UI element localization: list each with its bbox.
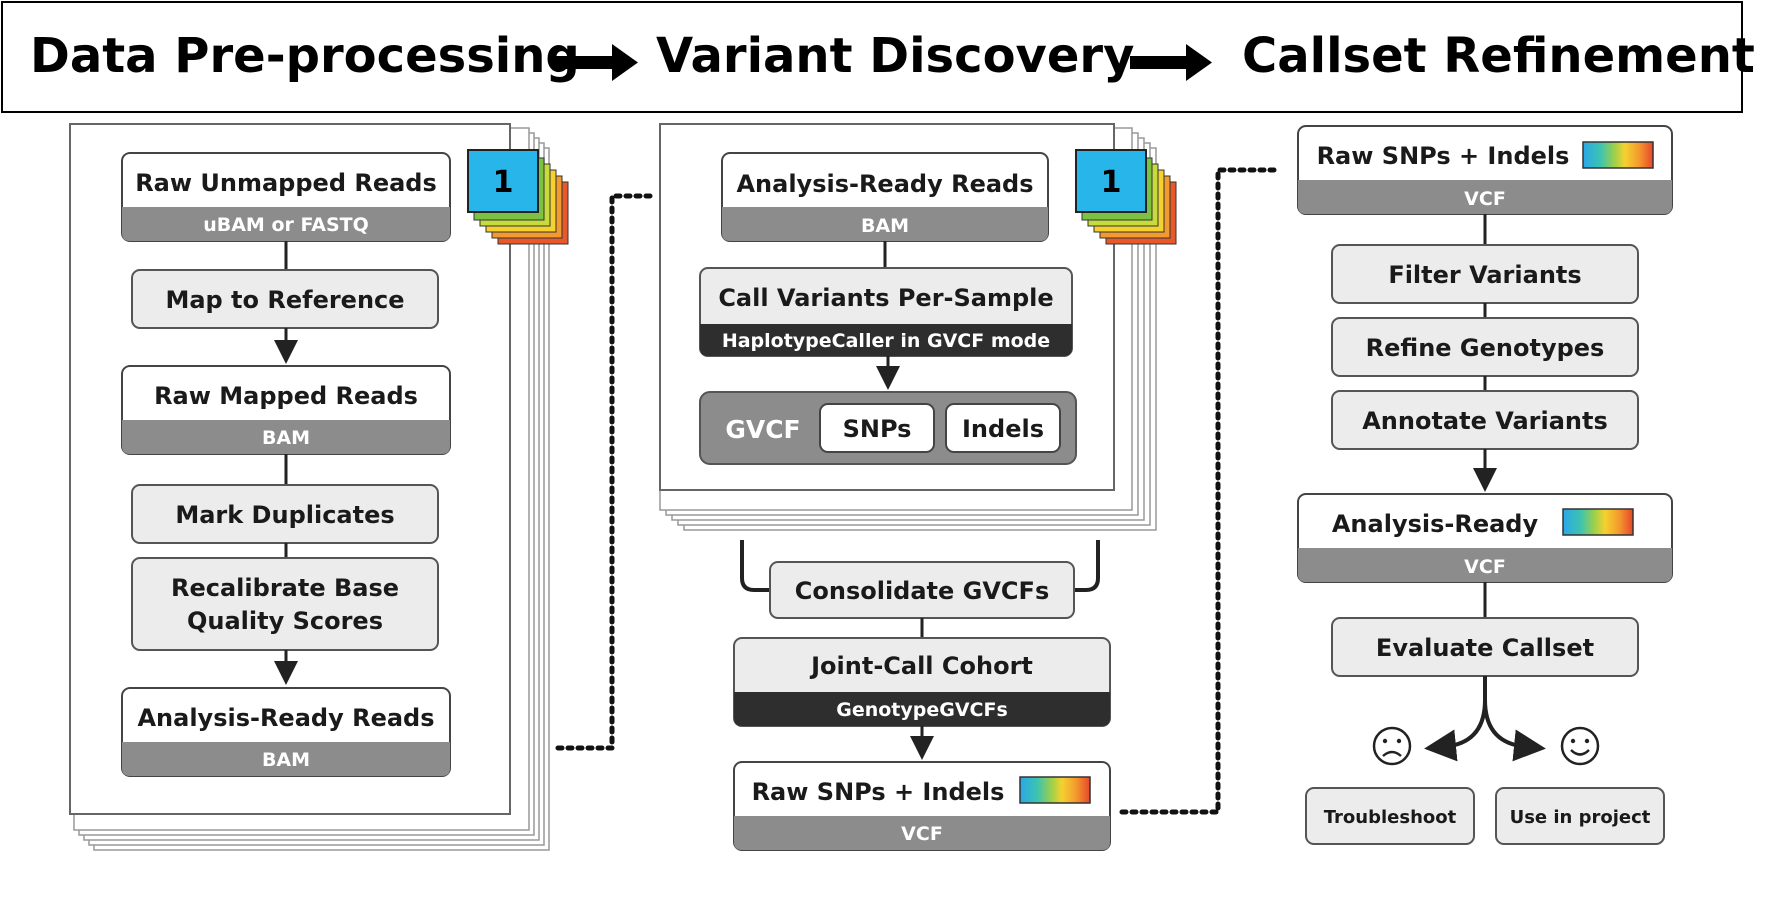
recalibrate-label-line1: Recalibrate Base	[171, 574, 399, 602]
consolidate-gvcfs-label: Consolidate GVCFs	[795, 577, 1049, 605]
refine-genotypes-step: Refine Genotypes	[1331, 317, 1639, 377]
discovery-panel: 1 Analysis-Ready Reads BAM Call Variants…	[659, 123, 1177, 851]
recalibrate-step: Recalibrate Base Quality Scores	[131, 557, 439, 651]
refinement-analysis-ready-format: VCF	[1464, 556, 1506, 578]
raw-unmapped-reads-title: Raw Unmapped Reads	[135, 169, 437, 197]
sample-badge-number: 1	[493, 165, 514, 200]
discovery-analysis-ready-title: Analysis-Ready Reads	[736, 170, 1033, 198]
call-variants-step: Call Variants Per-Sample HaplotypeCaller…	[699, 267, 1073, 357]
troubleshoot-outcome: Troubleshoot	[1305, 787, 1475, 845]
troubleshoot-label: Troubleshoot	[1324, 807, 1457, 828]
vcf-rainbow-icon	[1582, 141, 1654, 169]
joint-call-cohort-title: Joint-Call Cohort	[809, 652, 1033, 680]
call-variants-title: Call Variants Per-Sample	[718, 284, 1053, 312]
dotted-connector-2	[1119, 167, 1283, 815]
merge-bracket	[740, 540, 1100, 592]
refinement-analysis-ready-box: Analysis-Ready VCF	[1297, 493, 1673, 583]
gvcf-output: GVCF SNPs Indels	[699, 391, 1077, 465]
preprocessing-analysis-ready-format: BAM	[262, 749, 310, 771]
evaluate-callset-step: Evaluate Callset	[1331, 617, 1639, 677]
sample-badge-stack: 1	[1075, 149, 1177, 245]
sad-face-icon	[1372, 726, 1412, 766]
gvcf-indels-label: Indels	[962, 415, 1044, 443]
evaluate-callset-label: Evaluate Callset	[1376, 634, 1594, 662]
refine-genotypes-label: Refine Genotypes	[1366, 334, 1605, 362]
stage-title-callset-refinement: Callset Refinement	[1242, 28, 1755, 84]
refinement-panel: Raw SNPs + Indels VCF Filter Variants Re…	[1297, 125, 1673, 845]
discovery-raw-snps-title: Raw SNPs + Indels	[752, 778, 1005, 806]
banner-arrow-1	[556, 44, 638, 81]
discovery-raw-snps-format: VCF	[901, 823, 943, 845]
gvcf-snps-label: SNPs	[843, 415, 912, 443]
preprocessing-analysis-ready-title: Analysis-Ready Reads	[137, 704, 434, 732]
stage-title-preprocessing: Data Pre-processing	[30, 28, 580, 84]
stage-banner: Data Pre-processing Variant Discovery Ca…	[1, 1, 1755, 113]
recalibrate-label-line2: Quality Scores	[187, 607, 383, 635]
raw-mapped-reads-format: BAM	[262, 427, 310, 449]
preprocessing-analysis-ready-box: Analysis-Ready Reads BAM	[121, 687, 451, 777]
refinement-raw-snps-title: Raw SNPs + Indels	[1317, 142, 1570, 170]
map-to-reference-label: Map to Reference	[165, 286, 404, 314]
mark-duplicates-label: Mark Duplicates	[175, 501, 394, 529]
fork-arrow-left	[1424, 676, 1487, 762]
use-in-project-label: Use in project	[1510, 807, 1651, 828]
raw-mapped-reads-box: Raw Mapped Reads BAM	[121, 365, 451, 455]
joint-call-cohort-tool: GenotypeGVCFs	[836, 699, 1008, 721]
sample-badge-number: 1	[1101, 165, 1122, 200]
dotted-connector-1	[555, 193, 655, 751]
vcf-rainbow-icon	[1019, 776, 1091, 804]
sample-badge-stack: 1	[467, 149, 569, 245]
banner-arrow-2	[1130, 44, 1212, 81]
raw-unmapped-reads-format: uBAM or FASTQ	[203, 214, 369, 236]
call-variants-tool: HaplotypeCaller in GVCF mode	[722, 330, 1050, 352]
discovery-raw-snps-box: Raw SNPs + Indels VCF	[733, 761, 1111, 851]
discovery-analysis-ready-format: BAM	[861, 215, 909, 237]
map-to-reference-step: Map to Reference	[131, 269, 439, 329]
happy-face-icon	[1560, 726, 1600, 766]
preprocessing-panel: 1 Raw Unmapped Reads uBAM or FASTQ Map t…	[69, 123, 569, 851]
refinement-analysis-ready-title: Analysis-Ready	[1332, 510, 1539, 538]
fork-arrow-right	[1483, 676, 1546, 762]
mark-duplicates-step: Mark Duplicates	[131, 484, 439, 544]
refinement-raw-snps-box: Raw SNPs + Indels VCF	[1297, 125, 1673, 215]
annotate-variants-step: Annotate Variants	[1331, 390, 1639, 450]
vcf-rainbow-icon	[1562, 508, 1634, 536]
filter-variants-label: Filter Variants	[1388, 261, 1581, 289]
filter-variants-step: Filter Variants	[1331, 244, 1639, 304]
joint-call-cohort-step: Joint-Call Cohort GenotypeGVCFs	[733, 637, 1111, 727]
gvcf-label: GVCF	[725, 415, 800, 444]
raw-unmapped-reads-box: Raw Unmapped Reads uBAM or FASTQ	[121, 152, 451, 242]
use-in-project-outcome: Use in project	[1495, 787, 1665, 845]
stage-title-variant-discovery: Variant Discovery	[656, 28, 1134, 84]
consolidate-gvcfs-step: Consolidate GVCFs	[769, 561, 1075, 619]
discovery-analysis-ready-box: Analysis-Ready Reads BAM	[721, 152, 1049, 242]
annotate-variants-label: Annotate Variants	[1362, 407, 1608, 435]
refinement-raw-snps-format: VCF	[1464, 188, 1506, 210]
raw-mapped-reads-title: Raw Mapped Reads	[154, 382, 418, 410]
